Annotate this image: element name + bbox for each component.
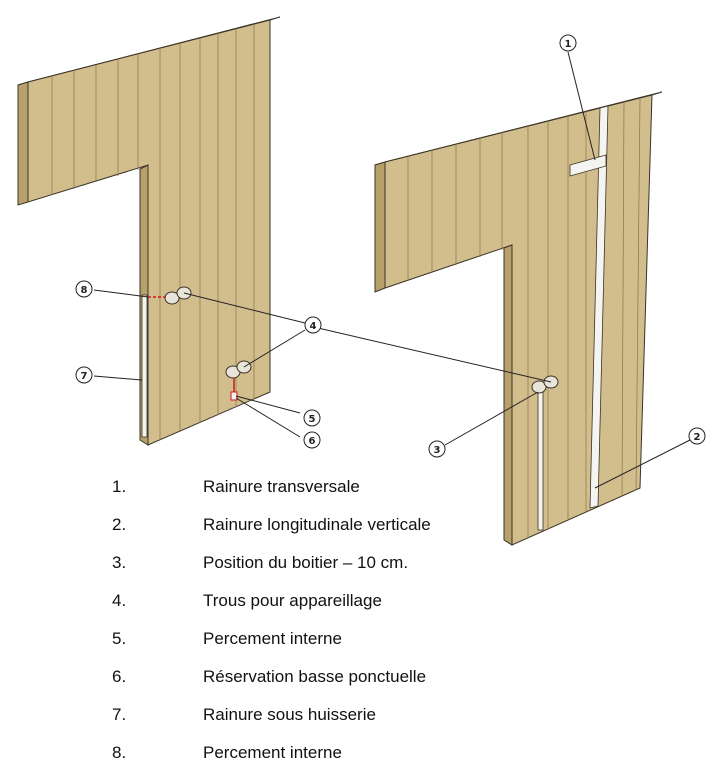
callout-8: 8 xyxy=(75,280,93,298)
svg-text:6: 6 xyxy=(309,436,316,447)
legend-item: 7. Rainure sous huisserie xyxy=(112,705,672,743)
left-wall-panel xyxy=(17,16,281,446)
right-panel-grain xyxy=(407,97,641,538)
legend-item: 2. Rainure longitudinale verticale xyxy=(112,515,672,553)
legend-number: 5. xyxy=(112,629,127,648)
callout-1: 1 xyxy=(559,34,577,52)
legend-number: 7. xyxy=(112,705,127,724)
legend-label: Rainure sous huisserie xyxy=(203,705,376,724)
legend-list: 1. Rainure transversale 2. Rainure longi… xyxy=(112,477,672,781)
legend-item: 8. Percement interne xyxy=(112,743,672,781)
legend-label: Rainure transversale xyxy=(203,477,360,496)
legend-number: 8. xyxy=(112,743,127,762)
svg-text:3: 3 xyxy=(434,445,441,456)
vertical-longitudinal-groove xyxy=(589,105,609,509)
legend-number: 4. xyxy=(112,591,127,610)
legend-item: 1. Rainure transversale xyxy=(112,477,672,515)
svg-text:5: 5 xyxy=(309,414,316,425)
legend-label: Réservation basse ponctuelle xyxy=(203,667,427,686)
left-panel-holes xyxy=(164,286,252,379)
svg-text:1: 1 xyxy=(565,39,572,50)
svg-text:7: 7 xyxy=(81,371,88,382)
legend-item: 3. Position du boitier – 10 cm. xyxy=(112,553,672,591)
legend-number: 2. xyxy=(112,515,127,534)
callout-7: 7 xyxy=(75,366,93,384)
callout-5: 5 xyxy=(303,409,321,427)
legend-number: 1. xyxy=(112,477,127,496)
legend-label: Position du boitier – 10 cm. xyxy=(203,553,409,572)
right-panel-end-face xyxy=(374,161,386,293)
left-panel-end-face xyxy=(17,81,29,206)
callout-3: 3 xyxy=(428,440,446,458)
legend-label: Rainure longitudinale verticale xyxy=(203,515,431,534)
callout-6: 6 xyxy=(303,431,321,449)
transversal-groove xyxy=(569,154,607,177)
legend-label: Trous pour appareillage xyxy=(203,591,382,610)
legend-item: 5. Percement interne xyxy=(112,629,672,667)
svg-text:2: 2 xyxy=(694,432,701,443)
callout-2: 2 xyxy=(688,427,706,445)
leader-lines xyxy=(93,51,691,489)
door-frame-groove xyxy=(141,294,148,438)
legend-label: Percement interne xyxy=(203,629,342,648)
legend-number: 6. xyxy=(112,667,127,686)
callout-4: 4 xyxy=(304,316,322,334)
right-wall-panel xyxy=(374,91,663,546)
left-panel-grain xyxy=(51,24,255,440)
legend-item: 4. Trous pour appareillage xyxy=(112,591,672,629)
svg-text:4: 4 xyxy=(310,321,317,332)
legend-number: 3. xyxy=(112,553,127,572)
legend-label: Percement interne xyxy=(203,743,342,762)
svg-text:8: 8 xyxy=(81,285,88,296)
right-panel-door-jamb xyxy=(503,244,513,546)
legend-item: 6. Réservation basse ponctuelle xyxy=(112,667,672,705)
